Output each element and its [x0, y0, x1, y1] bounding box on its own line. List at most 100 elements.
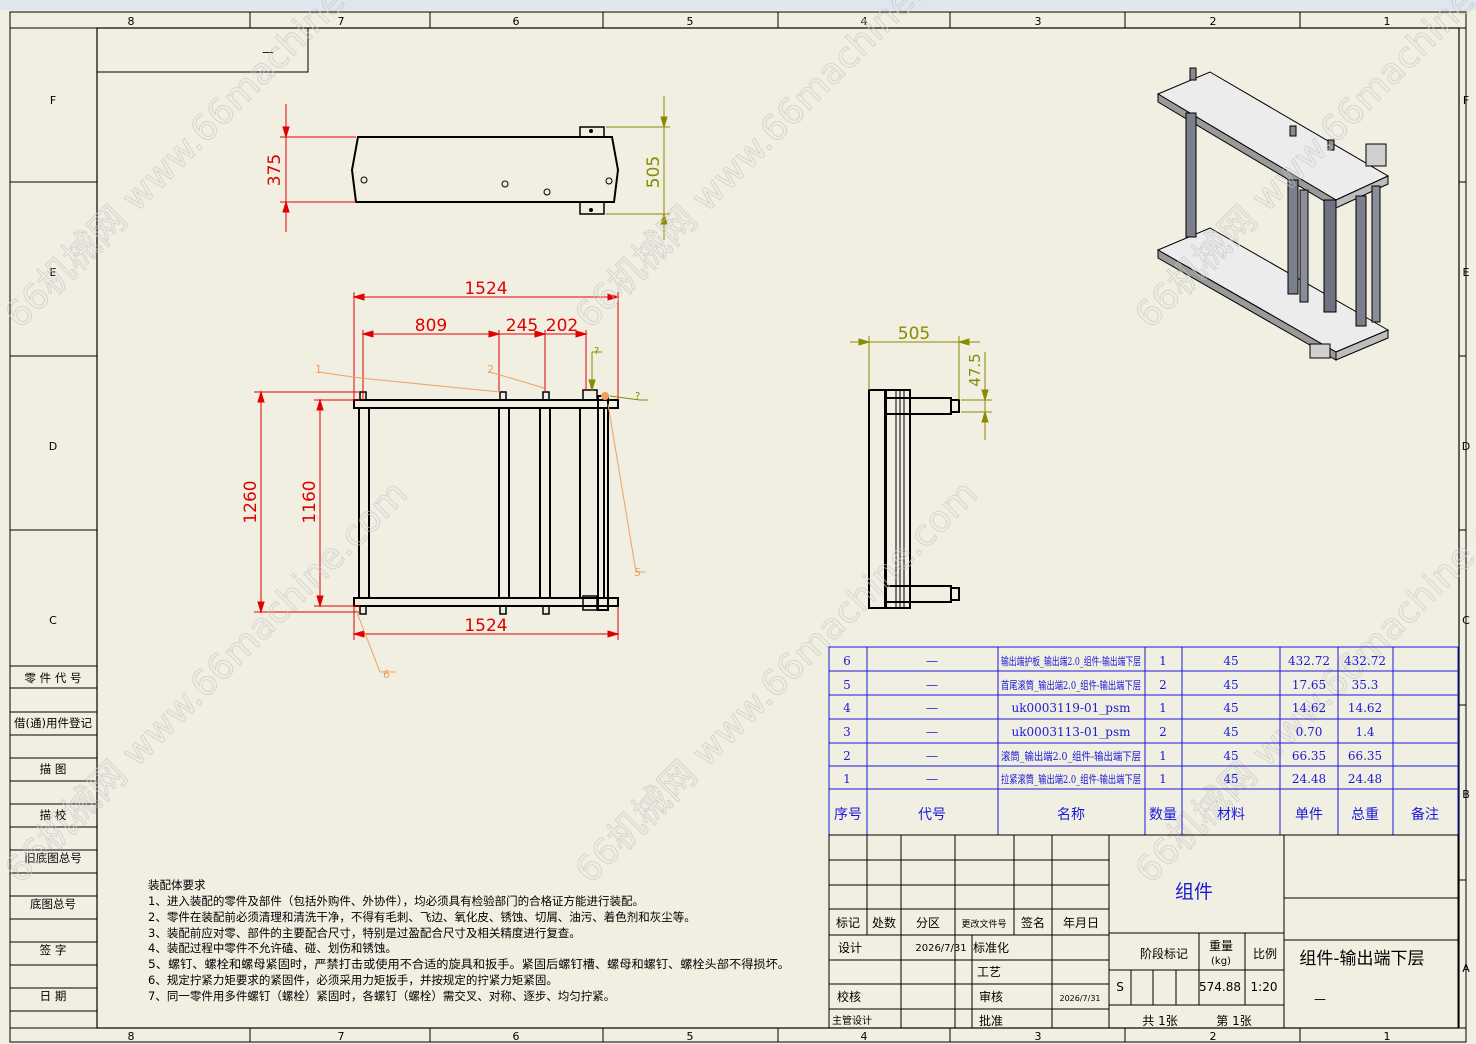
notes-item-6: 6、规定拧紧力矩要求的紧固件，必须采用力矩扳手，并按规定的拧紧力矩紧固。	[148, 973, 558, 987]
bom-row-1-total-weight: 24.48	[1348, 772, 1382, 786]
bom-header-remarks: 备注	[1411, 806, 1439, 823]
tb-process-label: 工艺	[977, 965, 1001, 979]
zone-letter-right-d: D	[1462, 440, 1470, 453]
bom-header-total-weight: 总重	[1351, 807, 1379, 823]
zone-letter-right-a: A	[1462, 962, 1470, 975]
balloon-2: 2	[487, 363, 494, 376]
bom-row-2-material: 45	[1223, 749, 1238, 763]
tb-scale-value: 1:20	[1251, 980, 1278, 994]
bom-table	[828, 646, 1459, 836]
top-left-box	[96, 27, 309, 73]
tb-review-label: 审核	[979, 989, 1003, 1004]
dim-front-span-2: 245	[506, 316, 538, 336]
bom-row-3-material: 45	[1223, 725, 1238, 739]
bom-row-4-material: 45	[1223, 701, 1238, 715]
zone-number-2: 7	[338, 15, 345, 28]
tb-stage-value: S	[1116, 980, 1124, 994]
label-base-drawing: 底图总号	[30, 897, 76, 911]
notes-title: 装配体要求	[148, 878, 206, 892]
title-block	[828, 834, 1459, 1029]
zone-number-7: 2	[1210, 15, 1217, 28]
tb-weight-label: 重量	[1209, 939, 1233, 953]
tb-header-count: 处数	[872, 915, 896, 930]
bom-row-3-total-weight: 1.4	[1355, 725, 1374, 739]
label-tracing: 描 图	[40, 762, 67, 776]
bom-row-5-no: 5	[843, 678, 851, 692]
top-view	[280, 96, 670, 240]
tb-header-signature: 签名	[1021, 915, 1045, 930]
label-part-code: 零 件 代 号	[25, 671, 82, 685]
dim-front-height-inner: 1160	[300, 480, 320, 523]
bom-header-code: 代号	[918, 807, 946, 823]
tb-standardization-label: 标准化	[973, 941, 1009, 955]
tb-scale-label: 比例	[1253, 947, 1277, 961]
zone-letter-right-b: B	[1462, 788, 1470, 801]
zone-number-bottom-6: 3	[1035, 1030, 1042, 1043]
notes-item-2: 2、零件在装配前必须清理和清洗干净，不得有毛刺、飞边、氧化皮、锈蚀、切屑、油污、…	[148, 910, 696, 924]
tb-stage-label: 阶段标记	[1140, 946, 1188, 961]
bom-row-2-total-weight: 66.35	[1348, 749, 1382, 763]
bom-row-4-code: —	[926, 701, 938, 715]
bom-row-2-name: 滚筒_输出端2.0_组件-输出端下层	[1001, 749, 1141, 763]
notes-item-5: 5、螺钉、螺栓和螺母紧固时，严禁打击或使用不合适的旋具和扳手。紧固后螺钉槽、螺母…	[148, 957, 790, 971]
zone-letter-f: F	[50, 94, 56, 107]
bom-row-3-qty: 2	[1159, 725, 1167, 739]
bom-row-1-material: 45	[1223, 772, 1238, 786]
dim-top-height-left: 375	[265, 154, 285, 186]
bom-row-1-no: 1	[843, 772, 851, 786]
zone-number-5: 4	[861, 15, 868, 28]
bom-row-2-qty: 1	[1159, 749, 1167, 763]
bom-row-6-qty: 1	[1159, 654, 1167, 668]
balloon-question-1: ?	[594, 346, 599, 357]
bom-row-1-qty: 1	[1159, 772, 1167, 786]
bom-row-3-unit-weight: 0.70	[1296, 725, 1323, 739]
bom-row-4-qty: 1	[1159, 701, 1167, 715]
bom-row-2-code: —	[926, 749, 938, 763]
zone-letter-c: C	[49, 614, 57, 627]
tb-sheets-total: 共 1张	[1142, 1014, 1177, 1028]
dim-front-span-1: 809	[415, 316, 447, 336]
zone-letter-right-e: E	[1463, 266, 1470, 279]
bom-row-4-total-weight: 14.62	[1348, 701, 1382, 715]
dim-front-overall-width-top: 1524	[464, 279, 507, 299]
bom-header-unit-weight: 单件	[1295, 807, 1323, 823]
zone-number-1: 8	[128, 15, 135, 28]
tb-weight-value: 574.88	[1199, 980, 1241, 994]
tb-approve-label: 批准	[979, 1013, 1003, 1028]
side-view	[850, 336, 992, 609]
zone-number-8: 1	[1384, 15, 1391, 28]
dim-front-overall-width-bottom: 1524	[464, 616, 507, 636]
tb-part-type: 组件	[1175, 881, 1213, 903]
zone-number-bottom-7: 2	[1210, 1030, 1217, 1043]
balloon-1: 1	[315, 363, 322, 376]
tb-drawing-name: 组件-输出端下层	[1299, 949, 1424, 969]
dim-side-width: 505	[898, 324, 930, 344]
bom-row-3-code: —	[926, 725, 938, 739]
bom-row-2-unit-weight: 66.35	[1292, 749, 1326, 763]
tb-design-label: 设计	[838, 941, 862, 955]
bom-row-5-total-weight: 35.3	[1352, 678, 1379, 692]
dim-top-height-right: 505	[644, 156, 664, 188]
label-borrowed-parts: 借(通)用件登记	[14, 716, 92, 730]
bom-header-name: 名称	[1057, 807, 1085, 823]
zone-number-bottom-1: 8	[128, 1030, 135, 1043]
notes-item-7: 7、同一零件用多件螺钉（螺栓）紧固时，各螺钉（螺栓）需交叉、对称、逐步、均匀拧紧…	[148, 989, 615, 1003]
balloon-5: 5	[634, 566, 641, 579]
notes-item-4: 4、装配过程中零件不允许磕、碰、划伤和锈蚀。	[148, 941, 397, 955]
bom-row-6-unit-weight: 432.72	[1288, 654, 1330, 668]
balloon-6: 6	[383, 668, 390, 681]
bom-row-5-name: 首尾滚筒_输出端2.0_组件-输出端下层	[1001, 678, 1141, 692]
zone-letter-right-c: C	[1462, 614, 1470, 627]
bom-row-3-name: uk0003113-01_psm	[1012, 725, 1132, 739]
zone-number-3: 6	[513, 15, 520, 28]
bom-row-6-material: 45	[1223, 654, 1238, 668]
window-toolbar-strip	[0, 0, 1476, 10]
zone-number-6: 3	[1035, 15, 1042, 28]
bom-row-6-total-weight: 432.72	[1344, 654, 1386, 668]
bom-row-4-name: uk0003119-01_psm	[1012, 701, 1132, 715]
label-signature: 签 字	[40, 943, 67, 957]
bom-row-6-code: —	[926, 654, 938, 668]
bom-row-6-name: 输出端护板_输出端2.0_组件-输出端下层	[1001, 654, 1141, 668]
notes-item-1: 1、进入装配的零件及部件（包括外购件、外协件），均必须具有检验部门的合格证方能进…	[148, 894, 644, 908]
